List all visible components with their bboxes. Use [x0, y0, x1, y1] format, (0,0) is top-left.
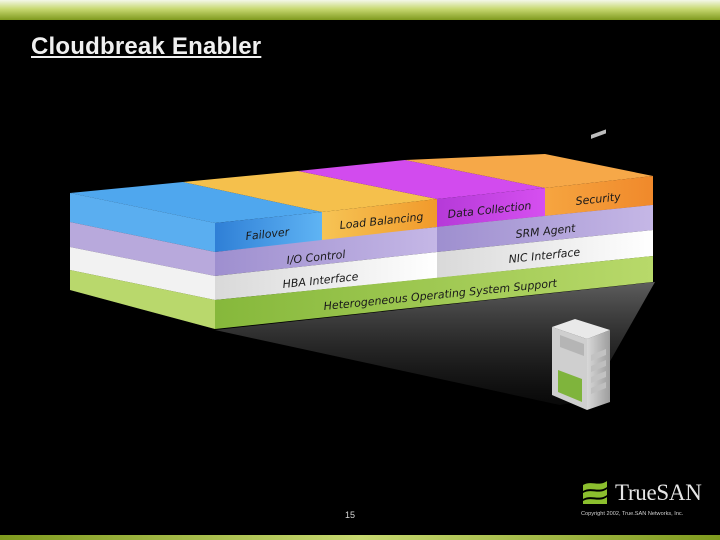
bottom-accent-bar — [0, 535, 720, 540]
slide-title: Cloudbreak Enabler — [31, 33, 262, 60]
server-tower-icon — [552, 129, 610, 410]
security-label: Security — [575, 190, 622, 208]
failover-label: Failover — [245, 225, 291, 243]
data-collection-top-face — [298, 160, 545, 199]
srm-agent-layer — [437, 205, 653, 252]
truesan-logo: TrueSAN — [581, 478, 711, 508]
srm-agent-label: SRM Agent — [515, 222, 577, 241]
security-block — [545, 176, 653, 216]
io-control-label: I/O Control — [286, 248, 346, 267]
security-top-face — [405, 154, 653, 188]
load-balancing-top-face — [183, 171, 437, 212]
data-collection-block — [437, 188, 545, 227]
page-number: 15 — [344, 510, 355, 520]
io-control-left-face — [70, 222, 215, 276]
failover-block — [215, 212, 322, 252]
failover-top-face — [70, 182, 322, 223]
nic-interface-layer — [437, 230, 653, 278]
failover-left-face — [70, 193, 215, 252]
projection-beam — [215, 282, 655, 405]
os-support-left-face — [70, 270, 215, 329]
logo-wordmark: TrueSAN — [615, 480, 702, 505]
truesan-logo-mark-icon — [583, 481, 607, 504]
hba-left-face — [70, 247, 215, 300]
os-support-layer — [215, 256, 653, 329]
hba-interface-layer — [215, 252, 437, 300]
copyright-notice: Copyright 2002, True.SAN Networks, Inc. — [581, 511, 684, 517]
top-accent-bar — [0, 0, 720, 20]
io-control-layer — [215, 227, 437, 276]
